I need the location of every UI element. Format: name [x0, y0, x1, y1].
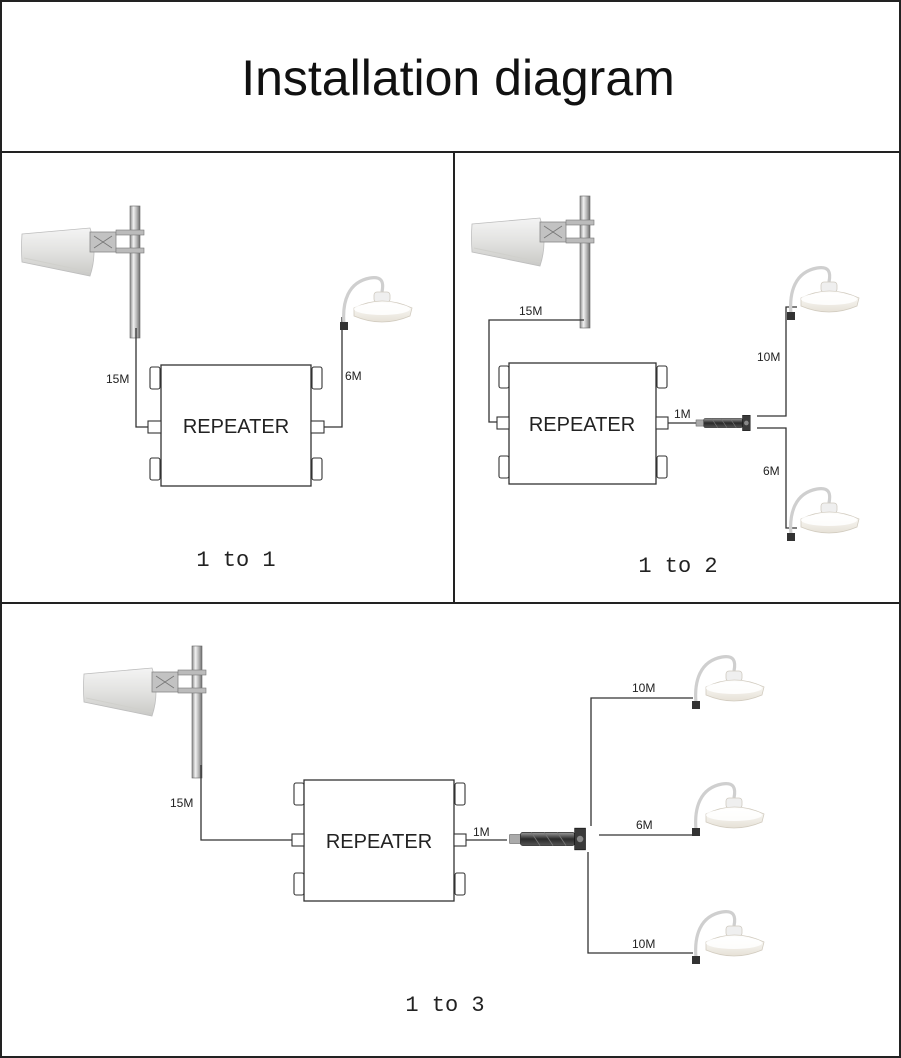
panel-one-to-one: 15M 6M REPEATER 1 to 1 — [21, 205, 414, 573]
cable-indoor-top-label: 10M — [632, 681, 655, 695]
ceiling-antenna — [690, 910, 766, 966]
mount-ear — [293, 782, 305, 806]
cable-indoor-bottom-label: 6M — [763, 464, 780, 478]
port-outdoor — [147, 420, 162, 434]
cable-outdoor-label: 15M — [170, 796, 193, 810]
port-outdoor — [291, 833, 305, 847]
mount-ear — [656, 365, 668, 389]
mount-ear — [454, 782, 466, 806]
repeater-box — [303, 779, 455, 902]
cable-indoor-bottom — [587, 852, 693, 954]
cable-outdoor — [200, 765, 292, 841]
cable-indoor — [324, 317, 343, 428]
splitter — [509, 827, 587, 851]
port-indoor — [655, 416, 669, 430]
repeater-unit: REPEATER — [291, 779, 467, 902]
panel-one-to-two: 15M REPEATER 1M 10M 6M 1 to 2 — [471, 195, 861, 579]
cable-indoor-label: 6M — [345, 369, 362, 383]
cable-outdoor — [135, 328, 150, 428]
repeater-label: REPEATER — [529, 414, 635, 436]
mount-ear — [656, 455, 668, 479]
splitter — [695, 414, 751, 432]
panel-caption: 1 to 2 — [638, 554, 717, 579]
mount-ear — [311, 366, 323, 390]
mount-ear — [311, 457, 323, 481]
mount-ear — [498, 455, 510, 479]
cable-splitter-label: 1M — [674, 407, 691, 421]
cable-outdoor-label: 15M — [106, 372, 129, 386]
cable-indoor-top-label: 10M — [757, 350, 780, 364]
mount-ear — [149, 457, 161, 481]
mount-ear — [498, 365, 510, 389]
port-indoor — [453, 833, 467, 847]
mount-ear — [293, 872, 305, 896]
repeater-label: REPEATER — [183, 416, 289, 438]
ceiling-antenna — [785, 266, 861, 322]
mount-ear — [454, 872, 466, 896]
outdoor-antenna — [83, 645, 207, 779]
cable-indoor-bottom-label: 10M — [632, 937, 655, 951]
cable-outdoor-label: 15M — [519, 304, 542, 318]
ceiling-antenna — [690, 655, 766, 711]
repeater-label: REPEATER — [326, 831, 432, 853]
panel-caption: 1 to 3 — [405, 993, 484, 1018]
ceiling-antenna — [785, 487, 861, 543]
cable-outdoor — [488, 319, 584, 423]
port-indoor — [310, 420, 325, 434]
panel-caption: 1 to 1 — [196, 548, 275, 573]
port-outdoor — [496, 416, 510, 430]
repeater-box — [508, 362, 657, 485]
cable-indoor-top — [590, 697, 693, 826]
panel-one-to-three: 15M REPEATER 1M 10M 6M 10M 1 to 3 — [83, 645, 766, 1018]
page-title: Installation diagram — [241, 50, 675, 106]
cable-splitter-label: 1M — [473, 825, 490, 839]
ceiling-antenna — [338, 276, 414, 332]
mount-ear — [149, 366, 161, 390]
outdoor-antenna — [21, 205, 145, 339]
repeater-box — [160, 364, 312, 487]
cable-indoor-middle-label: 6M — [636, 818, 653, 832]
ceiling-antenna — [690, 782, 766, 838]
repeater-unit: REPEATER — [147, 364, 325, 487]
repeater-unit: REPEATER — [496, 362, 669, 485]
